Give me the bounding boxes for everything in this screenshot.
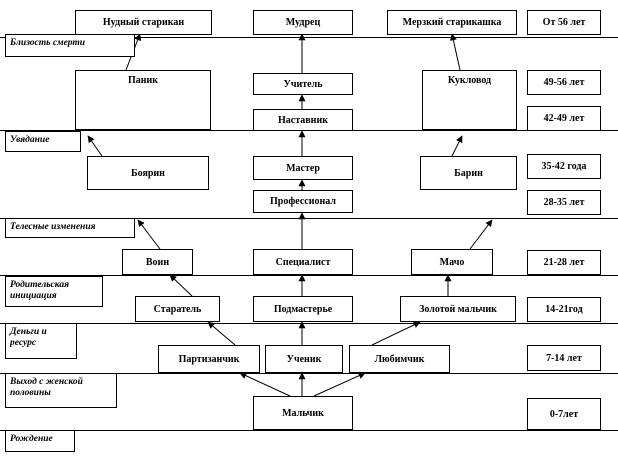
age-label: 28-35 лет — [527, 190, 601, 215]
stage-box-barin: Барин — [420, 156, 517, 190]
stage-box-zolotoy-malchik: Золотой мальчик — [400, 296, 516, 322]
stage-box-partizanchik: Партизанчик — [158, 345, 260, 373]
age-label: 7-14 лет — [527, 345, 601, 371]
separator-line — [0, 323, 618, 324]
age-label: 0-7лет — [527, 398, 601, 430]
arrow-kuklovod-merzky — [449, 33, 461, 71]
stage-box-lyubimchik: Любимчик — [349, 345, 450, 373]
age-label: 21-28 лет — [527, 250, 601, 275]
stage-box-podmasterye: Подмастерье — [253, 296, 353, 322]
arrow-boyarin-panik — [87, 135, 103, 157]
arrow-lyubimchik-zolotoy — [371, 321, 421, 346]
stage-box-kuklovod: Кукловод — [422, 70, 517, 130]
transition-label: Близость смерти — [5, 34, 135, 57]
transition-label: Деньги и ресурс — [5, 323, 77, 359]
transition-label: Телесные изменения — [5, 218, 135, 238]
stage-box-malchik: Мальчик — [253, 396, 353, 430]
age-label: 14-21год — [527, 297, 601, 322]
arrow-barin-kuklovod — [451, 135, 463, 157]
separator-line — [0, 373, 618, 374]
arrow-malchik-partizanchik — [239, 372, 291, 397]
arrow-staratel-voin — [169, 274, 193, 297]
age-label: 42-49 лет — [527, 106, 601, 131]
stage-box-staratel: Старатель — [135, 296, 220, 322]
age-label: 35-42 года — [527, 154, 601, 179]
age-label: От 56 лет — [527, 10, 601, 35]
arrow-voin-boyarin — [137, 219, 161, 250]
age-label: 49-56 лет — [527, 70, 601, 95]
stage-box-nastavnik: Наставник — [253, 109, 353, 131]
transition-label: Родительская инициация — [5, 276, 103, 307]
stage-box-mudrec: Мудрец — [253, 10, 353, 35]
stage-box-uchitel: Учитель — [253, 73, 353, 95]
separator-line — [0, 275, 618, 276]
separator-line — [0, 430, 618, 431]
arrow-partizanchik-staratel — [207, 321, 236, 346]
stage-box-macho: Мачо — [411, 249, 493, 275]
stage-box-panik: Паник — [75, 70, 211, 130]
stage-box-specialist: Специалист — [253, 249, 353, 275]
transition-label: Увядание — [5, 131, 81, 152]
stage-box-professional: Профессионал — [253, 190, 353, 213]
stage-box-uchenik: Ученик — [265, 345, 343, 373]
stage-box-merzky-starikashka: Мерзкий старикашка — [387, 10, 517, 35]
separator-line — [0, 218, 618, 219]
stage-box-nudny-starikan: Нудный старикан — [75, 10, 212, 35]
arrow-macho-barin — [469, 219, 493, 250]
transition-label: Выход с женской половины — [5, 373, 117, 408]
separator-line — [0, 37, 618, 38]
stage-box-boyarin: Боярин — [87, 156, 209, 190]
transition-label: Рождение — [5, 430, 75, 452]
stage-box-master: Мастер — [253, 156, 353, 180]
arrow-malchik-lyubimchik — [313, 372, 366, 397]
stage-box-voin: Воин — [122, 249, 193, 275]
